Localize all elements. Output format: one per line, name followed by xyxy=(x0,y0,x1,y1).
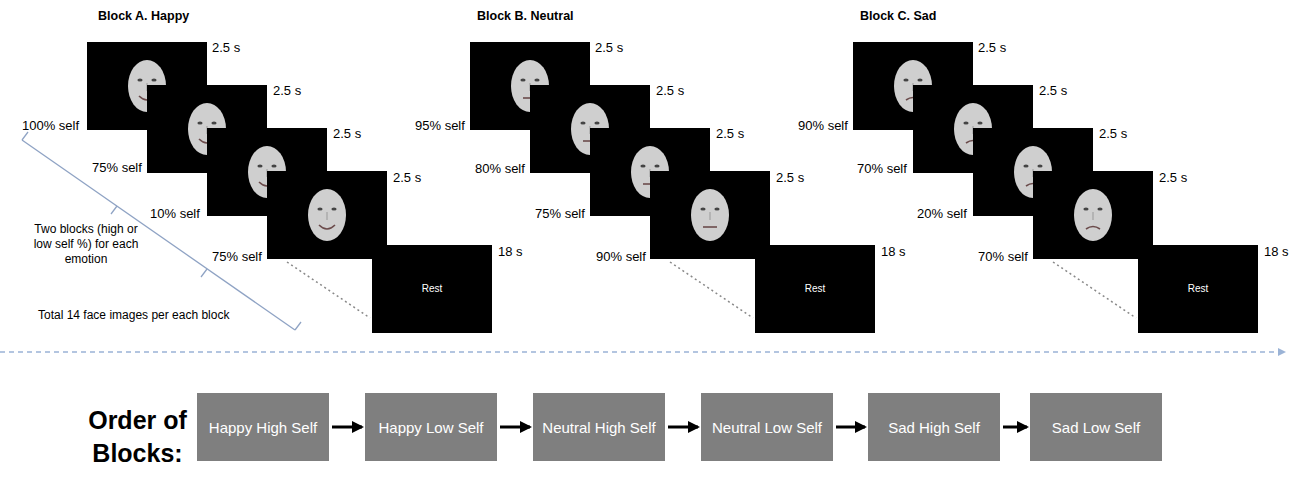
face-image xyxy=(1033,171,1153,259)
block-label: Happy Low Self xyxy=(378,418,483,437)
block-box: Happy Low Self xyxy=(365,393,497,461)
block-box: Sad High Self xyxy=(868,393,1000,461)
rest-screen: Rest xyxy=(755,245,875,333)
rest-text: Rest xyxy=(422,283,443,295)
bracket-note: Two blocks (high or low self %) for each… xyxy=(25,222,147,267)
percent-label: 90% self xyxy=(596,249,646,264)
dotted-leader xyxy=(670,262,753,318)
face-image xyxy=(650,171,770,259)
flow-arrow xyxy=(332,426,362,429)
percent-label: 70% self xyxy=(978,249,1028,264)
duration-label: 2.5 s xyxy=(333,126,361,141)
duration-label: 2.5 s xyxy=(1159,170,1187,185)
percent-label: 80% self xyxy=(475,161,525,176)
duration-label: 18 s xyxy=(498,244,523,259)
percent-label: 20% self xyxy=(917,206,967,221)
duration-label: 2.5 s xyxy=(716,126,744,141)
duration-label: 2.5 s xyxy=(776,170,804,185)
duration-label: 2.5 s xyxy=(595,40,623,55)
duration-label: 18 s xyxy=(1264,244,1289,259)
flow-arrow xyxy=(500,426,530,429)
duration-label: 2.5 s xyxy=(656,83,684,98)
dotted-leader xyxy=(1053,262,1136,318)
face-image xyxy=(267,171,387,259)
duration-label: 2.5 s xyxy=(1039,83,1067,98)
percent-label: 10% self xyxy=(150,206,200,221)
percent-label: 75% self xyxy=(212,249,262,264)
percent-label: 75% self xyxy=(92,160,142,175)
block-title: Block B. Neutral xyxy=(477,9,574,24)
rest-screen: Rest xyxy=(372,245,492,333)
block-title: Block C. Sad xyxy=(860,9,936,24)
block-box: Neutral High Self xyxy=(533,393,665,461)
rest-text: Rest xyxy=(805,283,826,295)
bracket-note: Total 14 face images per each block xyxy=(38,308,229,323)
flow-arrow xyxy=(1003,426,1027,429)
block-label: Sad High Self xyxy=(888,418,980,437)
block-box: Happy High Self xyxy=(197,393,329,461)
duration-label: 2.5 s xyxy=(978,40,1006,55)
flow-arrow xyxy=(836,426,865,429)
block-label: Happy High Self xyxy=(209,418,317,437)
percent-label: 100% self xyxy=(22,118,79,133)
duration-label: 2.5 s xyxy=(212,40,240,55)
dotted-leader xyxy=(287,262,370,318)
rest-screen: Rest xyxy=(1138,245,1258,333)
block-box: Sad Low Self xyxy=(1030,393,1162,461)
percent-label: 90% self xyxy=(798,118,848,133)
duration-label: 18 s xyxy=(881,244,906,259)
duration-label: 2.5 s xyxy=(273,83,301,98)
duration-label: 2.5 s xyxy=(1099,126,1127,141)
percent-label: 95% self xyxy=(415,118,465,133)
block-label: Neutral Low Self xyxy=(712,418,822,437)
block-label: Neutral High Self xyxy=(542,418,655,437)
block-title: Block A. Happy xyxy=(98,9,189,24)
percent-label: 70% self xyxy=(857,161,907,176)
separator-line xyxy=(0,351,1285,353)
percent-label: 75% self xyxy=(535,206,585,221)
section-heading: Order of Blocks: xyxy=(80,404,195,470)
rest-text: Rest xyxy=(1188,283,1209,295)
duration-label: 2.5 s xyxy=(393,170,421,185)
block-box: Neutral Low Self xyxy=(701,393,833,461)
block-label: Sad Low Self xyxy=(1052,418,1140,437)
flow-arrow xyxy=(668,426,698,429)
